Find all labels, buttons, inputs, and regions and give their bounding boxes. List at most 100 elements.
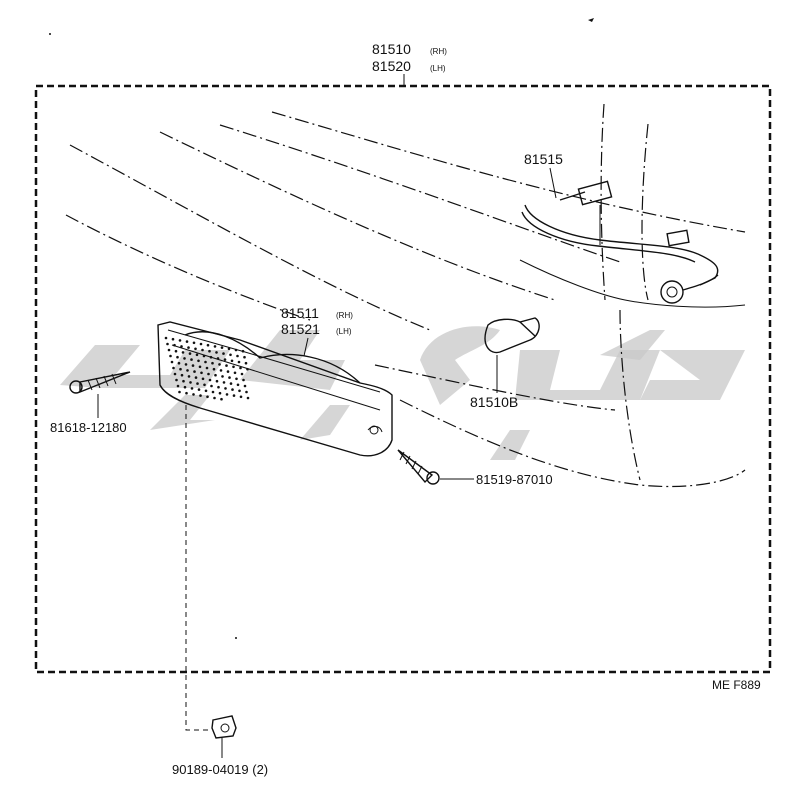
- screw-right-label: 81519-87010: [476, 472, 553, 487]
- lens-dot: [228, 376, 231, 379]
- lens-dot: [213, 345, 217, 348]
- lens-dot: [209, 355, 213, 359]
- lens-dot: [192, 393, 195, 396]
- lens-dot: [223, 358, 227, 361]
- lens-dot: [196, 382, 199, 385]
- lens-dot: [170, 360, 174, 364]
- lens-dot: [230, 359, 234, 363]
- lens-pattern: [164, 336, 250, 401]
- lens-dot: [211, 390, 215, 394]
- lens-dot: [241, 349, 245, 353]
- lens-dot: [225, 364, 228, 367]
- lens-dot: [232, 365, 235, 369]
- lens-dot: [239, 366, 242, 370]
- lens-dot: [243, 384, 247, 388]
- lens-dot: [246, 367, 249, 371]
- lens-dot: [178, 339, 182, 342]
- assembly-lh-number: 81520: [372, 58, 411, 74]
- bulb-label: 81510B: [470, 394, 518, 410]
- lens-dot: [175, 378, 178, 382]
- lens-dot: [236, 354, 239, 358]
- screw-left-icon: [69, 371, 131, 394]
- lens-dot: [201, 348, 204, 352]
- lens-dot: [167, 348, 171, 352]
- lens-dot: [231, 388, 234, 391]
- lens-dot: [237, 360, 241, 364]
- screw-right-icon: [397, 449, 440, 485]
- lens-dot: [177, 361, 181, 365]
- lens-dot: [179, 367, 182, 371]
- lens-dot: [190, 387, 194, 390]
- lens-dot: [185, 340, 189, 343]
- lens-dot: [198, 365, 202, 369]
- lens-dot: [180, 373, 184, 377]
- lens-dot: [164, 336, 168, 340]
- lens-dot: [176, 355, 179, 359]
- lens-dot: [225, 393, 229, 396]
- lens-dot: [183, 385, 187, 389]
- lens-dot: [224, 387, 227, 390]
- lens-dot: [195, 353, 199, 357]
- lens-dot: [184, 363, 188, 366]
- lens-dot: [210, 384, 213, 388]
- lens-dot: [242, 378, 245, 382]
- lens-dot: [207, 372, 210, 376]
- screw-left-label: 81618-12180: [50, 420, 127, 435]
- figure-code: ME F889: [712, 678, 761, 692]
- clip-nut-dashed-leader: [185, 405, 210, 731]
- connector-2-icon: [666, 229, 690, 247]
- lens-dot: [218, 391, 222, 395]
- lens-dot: [238, 389, 241, 393]
- lens-dot: [245, 390, 248, 394]
- lens-leader: [303, 337, 309, 357]
- socket-wire-label: 81515: [524, 151, 563, 167]
- lens-dot: [220, 397, 223, 401]
- clip-nut-icon: [211, 715, 237, 739]
- clip-nut-label: 90189-04019 (2): [172, 762, 268, 777]
- lens-dot: [208, 378, 212, 382]
- lens-dot: [218, 363, 221, 366]
- lens-dot: [204, 360, 207, 364]
- lens-dot: [200, 371, 203, 375]
- lens-dot: [213, 396, 216, 400]
- bulb-socket-icon: [660, 280, 684, 304]
- connector-icon: [577, 180, 613, 206]
- lens-dot: [226, 370, 230, 373]
- lens-rh-number: 81511: [281, 305, 319, 321]
- lens-dot: [222, 381, 226, 384]
- lens-dot: [235, 377, 238, 381]
- lens-dot: [183, 357, 186, 360]
- lens-dot: [229, 353, 232, 357]
- lens-dot: [187, 346, 190, 349]
- assembly-lh-tag: (LH): [430, 64, 446, 73]
- lens-dot: [186, 369, 189, 372]
- lens-dot: [202, 354, 206, 358]
- lens-dot: [171, 337, 175, 341]
- lens-dot: [197, 359, 200, 363]
- lens-dot: [197, 388, 201, 391]
- lens-dot: [181, 351, 185, 354]
- lens-icon: [157, 321, 393, 457]
- assembly-frame: [34, 84, 772, 674]
- lens-lh-number: 81521: [281, 321, 320, 337]
- lens-dot: [211, 361, 214, 365]
- socket-wire-assembly: [521, 180, 719, 304]
- lens-dot: [240, 372, 244, 376]
- lens-dot: [178, 390, 181, 394]
- lens-dot: [208, 349, 211, 353]
- lens-dot: [239, 395, 243, 399]
- lens-dot: [206, 343, 210, 347]
- lens-dot: [220, 346, 224, 349]
- lens-lh-tag: (LH): [336, 327, 352, 336]
- lens-dot: [229, 382, 233, 385]
- lens-dot: [205, 366, 209, 370]
- lens-dot: [189, 381, 192, 384]
- lens-dot: [233, 371, 237, 375]
- lens-dot: [182, 379, 185, 383]
- lens-dot: [169, 354, 172, 358]
- lens-dot: [190, 358, 193, 361]
- lens-dot: [199, 394, 202, 397]
- lens-dot: [187, 375, 191, 378]
- socket-wire-leader: [549, 167, 557, 199]
